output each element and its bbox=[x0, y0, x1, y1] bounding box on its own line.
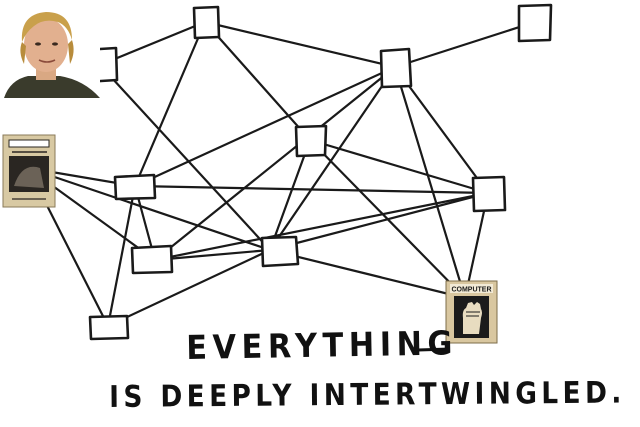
node-box bbox=[294, 124, 328, 158]
edge bbox=[268, 65, 397, 252]
portrait-face bbox=[24, 18, 68, 72]
edge bbox=[26, 166, 272, 252]
magazine-left-masthead bbox=[8, 139, 50, 148]
magazine-right-masthead bbox=[450, 284, 493, 293]
edge bbox=[133, 184, 490, 195]
edge bbox=[133, 20, 207, 188]
portrait-shoulders bbox=[4, 76, 100, 98]
edge bbox=[153, 191, 490, 262]
edge bbox=[268, 191, 490, 252]
edge bbox=[393, 20, 537, 69]
edges bbox=[26, 20, 537, 328]
portrait-hair bbox=[21, 12, 72, 42]
node-box bbox=[88, 314, 130, 341]
node-box bbox=[130, 244, 174, 275]
portrait-mouth bbox=[38, 59, 56, 63]
raised-fist-detail bbox=[466, 311, 480, 317]
magazine-right: COMPUTER bbox=[445, 280, 498, 344]
node-box bbox=[113, 173, 157, 201]
edge bbox=[106, 248, 272, 328]
portrait bbox=[0, 0, 100, 98]
edge bbox=[203, 20, 397, 69]
raised-fist-icon bbox=[462, 302, 482, 334]
edge bbox=[393, 65, 490, 195]
edge bbox=[133, 65, 397, 188]
node-box bbox=[517, 3, 553, 43]
edge bbox=[153, 248, 272, 262]
portrait-eye bbox=[52, 42, 58, 46]
edge bbox=[268, 138, 312, 252]
magazine-left-photo-detail bbox=[14, 166, 44, 188]
edge bbox=[106, 184, 137, 328]
magazine-right-title: COMPUTER bbox=[451, 287, 491, 294]
edge bbox=[98, 63, 272, 252]
node-box bbox=[192, 5, 221, 40]
edge bbox=[308, 138, 490, 195]
node-box bbox=[379, 47, 413, 89]
edge bbox=[153, 65, 397, 262]
portrait-eye bbox=[35, 42, 41, 46]
node-box bbox=[260, 235, 300, 268]
magazine-left bbox=[2, 134, 56, 208]
edge bbox=[393, 65, 467, 300]
node-box bbox=[471, 175, 507, 213]
edge bbox=[203, 20, 312, 142]
edge bbox=[268, 248, 467, 300]
